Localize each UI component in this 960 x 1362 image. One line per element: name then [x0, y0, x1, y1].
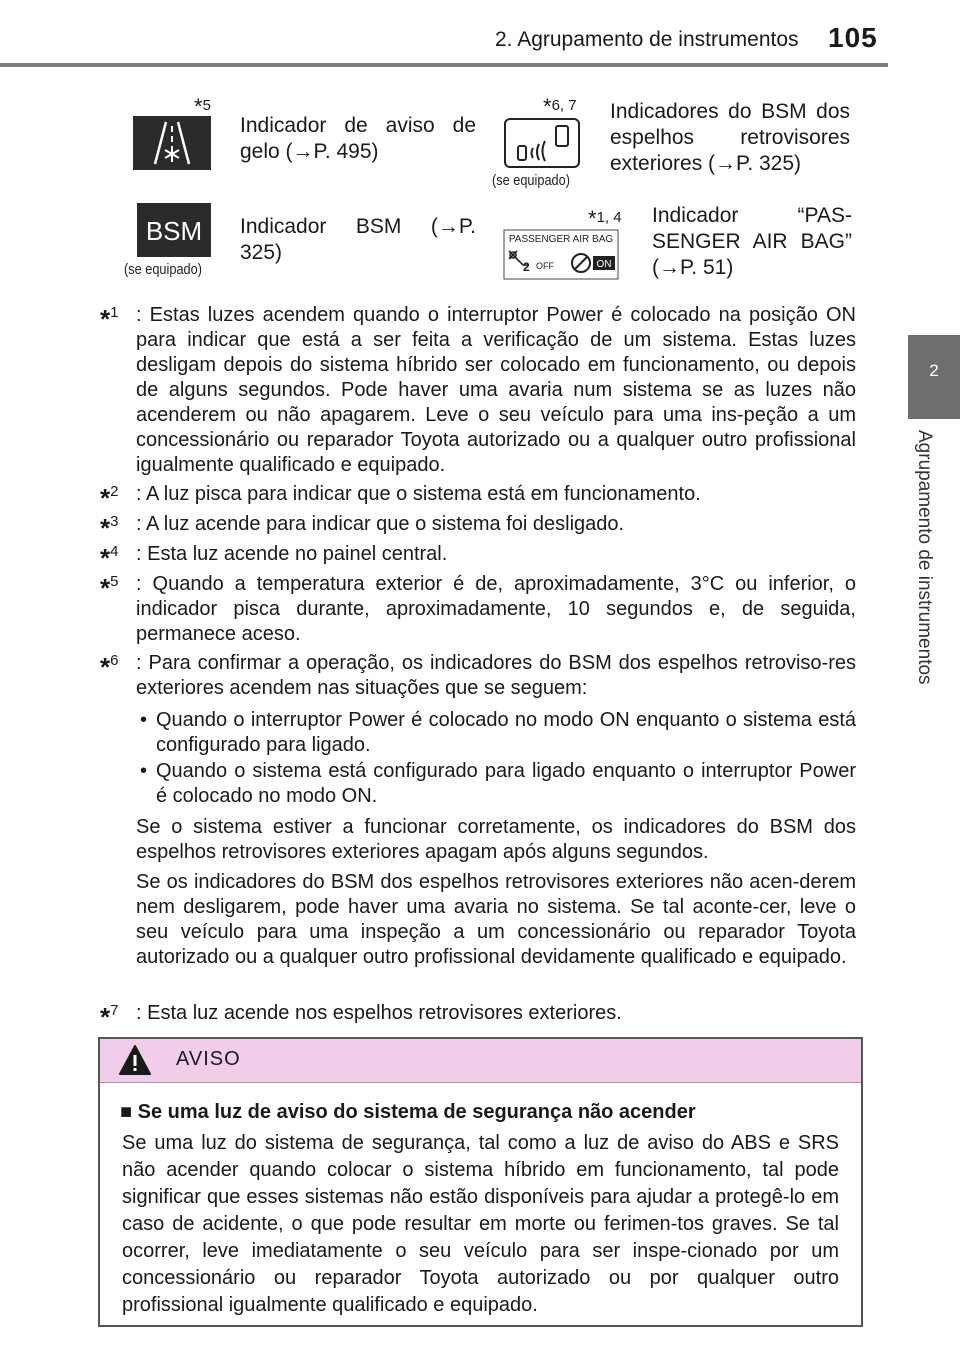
bsm-mirror-icon: [504, 118, 580, 168]
list-item: • Quando o sistema está configurado para…: [140, 760, 856, 807]
footnote-3-text: : A luz acende para indicar que o sistem…: [136, 513, 625, 535]
bsm-mirror-caption: (se equipado): [492, 172, 570, 189]
svg-text:2: 2: [523, 260, 530, 274]
ice-indicator-footnote-mark: *5: [194, 94, 211, 119]
chapter-label-text: Agrupamento de instrumentos: [914, 430, 935, 685]
ice-warning-icon: [133, 116, 211, 170]
airbag-description: Indicador “PAS-SENGER AIR BAG” (→P. 51): [652, 204, 852, 279]
page-number: 105: [828, 22, 878, 53]
warning-subtitle: ■ Se uma luz de aviso do sistema de segu…: [120, 1101, 696, 1124]
footnote-1-text: : Estas luzes acendem quando o interrupt…: [136, 304, 856, 476]
chapter-tab: 2: [908, 335, 960, 419]
chapter-label: Agrupamento de instrumentos: [913, 430, 953, 710]
bsm-mirror-footnote-mark: *6, 7: [543, 94, 577, 119]
list-item: • Quando o interruptor Power é colocado …: [140, 709, 856, 756]
footnote-2-text: : A luz pisca para indicar que o sistema…: [136, 483, 701, 505]
bsm-description: Indicador BSM (→P. 325): [240, 215, 476, 264]
warning-subtitle-text: Se uma luz de aviso do sistema de segura…: [137, 1101, 696, 1123]
bsm-mirror-description: Indicadores do BSM dos espelhos retrovis…: [610, 100, 850, 175]
warning-box: AVISO ■ Se uma luz de aviso do sistema d…: [98, 1037, 863, 1327]
section-title: 2. Agrupamento de instrumentos: [495, 28, 799, 51]
warning-body: Se uma luz do sistema de segurança, tal …: [122, 1132, 839, 1316]
footnote-4: *4 : Esta luz acende no painel central.: [100, 542, 856, 571]
footnote-6-text: : Para confirmar a operação, os indicado…: [136, 652, 856, 699]
footnote-3: *3 : A luz acende para indicar que o sis…: [100, 512, 856, 541]
bsm-icon: BSM: [137, 203, 211, 257]
footnote-1: *1 : Estas luzes acendem quando o interr…: [100, 304, 856, 476]
warning-triangle-icon: [118, 1044, 152, 1076]
ice-indicator-description: Indicador de aviso de gelo (→P. 495): [240, 114, 476, 163]
airbag-icon-off: OFF: [536, 261, 554, 271]
warning-title: AVISO: [176, 1048, 241, 1070]
chapter-number: 2: [929, 361, 939, 380]
footnote-7-text: : Esta luz acende nos espelhos retroviso…: [136, 1002, 622, 1024]
airbag-footnote-mark: *1, 4: [588, 206, 622, 231]
bsm-caption: (se equipado): [124, 261, 202, 278]
footnote-4-text: : Esta luz acende no painel central.: [136, 543, 448, 565]
header-rule: [0, 63, 888, 67]
warning-header: AVISO: [100, 1039, 861, 1083]
footnote-6: *6 : Para confirmar a operação, os indic…: [100, 652, 856, 699]
footnote-5-text: : Quando a temperatura exterior é de, ap…: [136, 573, 856, 645]
airbag-icon-title: PASSENGER AIR BAG: [509, 234, 614, 245]
list-item-text: Quando o interruptor Power é colocado no…: [156, 709, 856, 756]
footnote-7: *7 : Esta luz acende nos espelhos retrov…: [100, 1001, 856, 1030]
bsm-icon-text: BSM: [146, 216, 202, 246]
passenger-airbag-icon: PASSENGER AIR BAG 2 OFF ON: [503, 229, 619, 280]
square-bullet-icon: ■: [120, 1101, 133, 1123]
footnote-5: *5 : Quando a temperatura exterior é de,…: [100, 573, 856, 645]
paragraph-bsm-normal: Se o sistema estiver a funcionar correta…: [136, 816, 856, 863]
airbag-icon-on: ON: [597, 259, 612, 270]
footnote-2: *2 : A luz pisca para indicar que o sist…: [100, 482, 856, 511]
list-item-text: Quando o sistema está configurado para l…: [156, 760, 856, 807]
paragraph-bsm-fault: Se os indicadores do BSM dos espelhos re…: [136, 871, 856, 968]
